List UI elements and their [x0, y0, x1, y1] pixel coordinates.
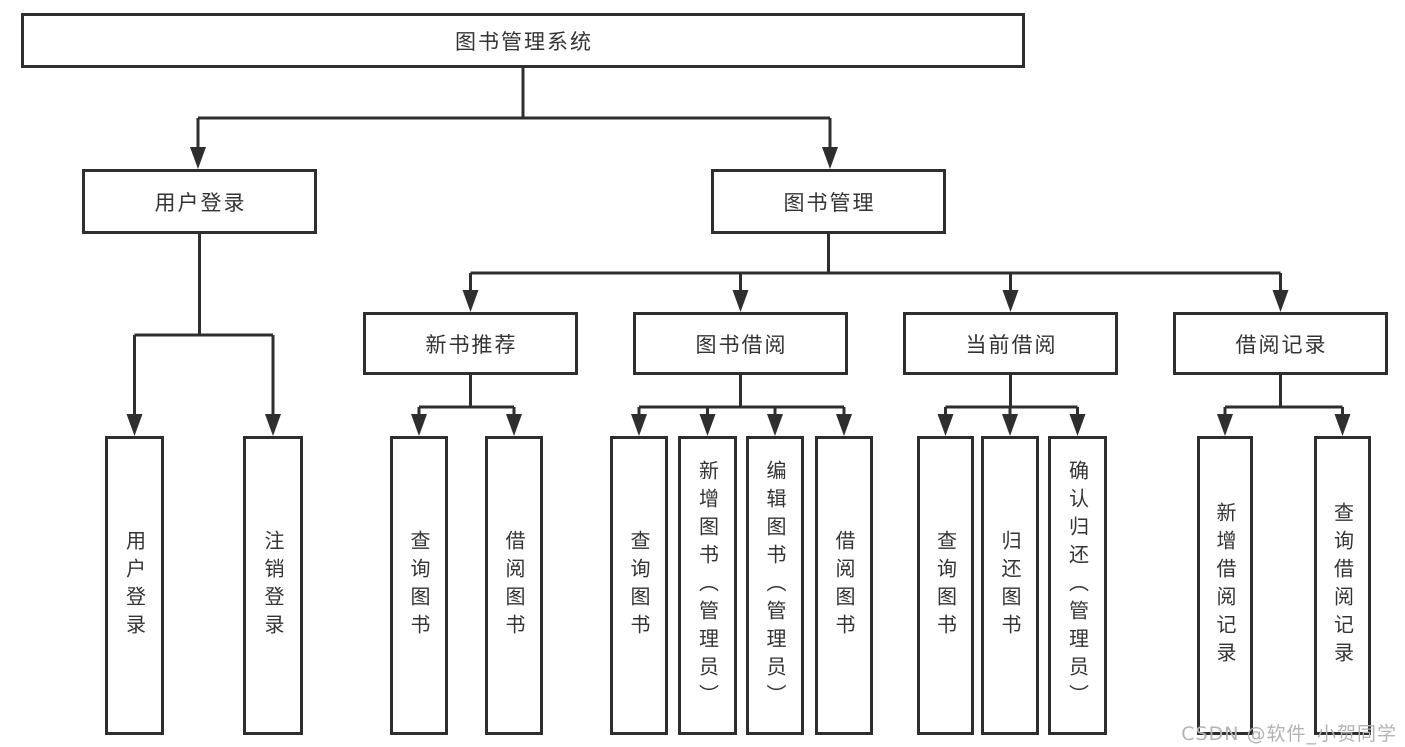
- leaf-query-books-current: 查询图书: [917, 436, 974, 735]
- leaf-add-books-admin: 新增图书（管理员）: [678, 436, 737, 735]
- leaf-label: 查询图书: [627, 529, 651, 642]
- leaf-label: 用户登录: [122, 529, 147, 642]
- node-label: 图书管理: [783, 190, 876, 215]
- leaf-label: 借阅图书: [832, 529, 856, 642]
- leaf-label: 借阅图书: [502, 529, 526, 642]
- node-root-system: 图书管理系统: [21, 13, 1025, 68]
- node-label: 图书借阅: [695, 332, 788, 357]
- node-root-label: 图书管理系统: [455, 29, 593, 54]
- leaf-label: 新增图书（管理员）: [695, 459, 720, 712]
- leaf-query-books-recommend: 查询图书: [390, 436, 448, 735]
- leaf-confirm-return-admin: 确认归还（管理员）: [1048, 436, 1107, 735]
- node-book-management: 图书管理: [711, 169, 946, 234]
- leaf-label: 归还图书: [998, 529, 1022, 642]
- leaf-label: 编辑图书（管理员）: [763, 459, 787, 712]
- leaf-label: 查询图书: [407, 529, 431, 642]
- leaf-query-books-borrow: 查询图书: [610, 436, 668, 735]
- arrowheads: [126, 147, 1351, 436]
- node-label: 当前借阅: [965, 332, 1058, 357]
- leaf-label: 查询借阅记录: [1330, 501, 1355, 670]
- leaf-label: 查询图书: [933, 529, 958, 642]
- leaf-borrow-books-recommend: 借阅图书: [485, 436, 543, 735]
- leaf-query-borrow-record: 查询借阅记录: [1314, 436, 1371, 735]
- leaf-edit-books-admin: 编辑图书（管理员）: [746, 436, 804, 735]
- node-book-borrow: 图书借阅: [633, 312, 848, 375]
- leaf-label: 新增借阅记录: [1213, 501, 1237, 670]
- leaf-label: 注销登录: [261, 529, 285, 642]
- leaf-label: 确认归还（管理员）: [1065, 459, 1090, 712]
- leaf-borrow-books: 借阅图书: [815, 436, 873, 735]
- csdn-watermark: CSDN @软件_小贺同学: [1181, 723, 1397, 745]
- leaf-add-borrow-record: 新增借阅记录: [1197, 436, 1253, 735]
- leaf-logout: 注销登录: [243, 436, 303, 735]
- node-user-login-group: 用户登录: [82, 169, 317, 234]
- leaf-return-books: 归还图书: [981, 436, 1039, 735]
- node-new-book-recommend: 新书推荐: [363, 312, 578, 375]
- leaf-user-login: 用户登录: [105, 436, 164, 735]
- node-current-borrow: 当前借阅: [903, 312, 1118, 375]
- node-label: 用户登录: [154, 190, 247, 215]
- node-label: 新书推荐: [425, 332, 518, 357]
- node-label: 借阅记录: [1235, 332, 1328, 357]
- node-borrow-record: 借阅记录: [1173, 312, 1388, 375]
